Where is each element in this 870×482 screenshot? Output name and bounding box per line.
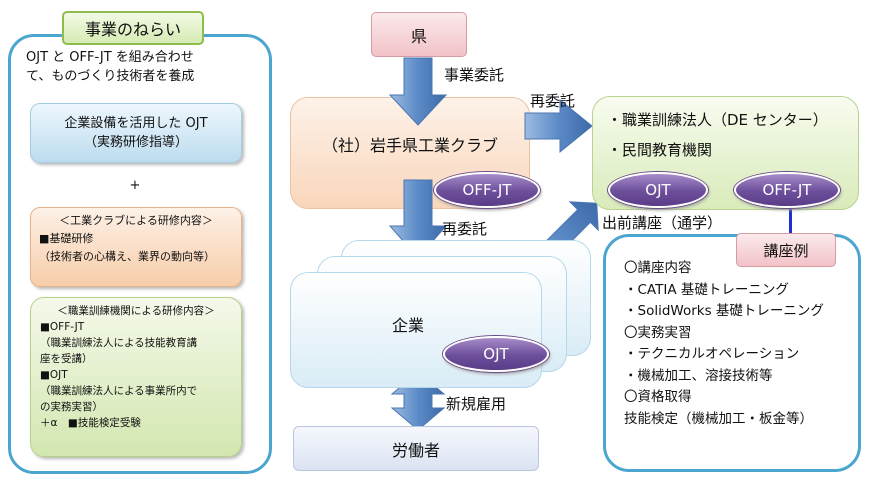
institution-training-line: ■OJT [40,369,68,381]
course-list-item: 〇資格取得 [624,389,692,405]
commission-label: 事業委託 [444,66,505,84]
institution-training-line: （職業訓練法人による技能教育講 [40,337,198,349]
arrow-recommission-right [524,98,593,154]
aim-title: 事業のねらい [62,11,204,45]
org-offjt-oval: OFF-JT [734,172,840,208]
course-list: 〇講座内容 ・CATIA 基礎トレーニング ・SolidWorks 基礎トレーニ… [624,258,860,430]
course-list-item: 〇講座内容 [624,260,692,276]
new-hire-label: 新規雇用 [446,395,507,413]
club-training-heading: ＜工業クラブによる研修内容＞ [59,214,213,227]
institution-training-line: ＋α ■技能検定受験 [40,417,141,429]
institution-training-line: （職業訓練法人による事業所内で [40,385,198,397]
training-org-line: ・民間教育機関 [607,141,713,159]
ojt-box-line: （実務研修指導） [83,135,188,150]
institution-training-heading: ＜職業訓練機関による研修内容＞ [57,305,215,317]
ojt-box: 企業設備を活用した OJT （実務研修指導） [30,103,242,163]
club-offjt-oval: OFF-JT [434,172,540,208]
ojt-box-line: 企業設備を活用した OJT [64,116,208,131]
industry-club-label: （社）岩手県工業クラブ [321,136,498,155]
institution-training-box: ＜職業訓練機関による研修内容＞ ■OFF-JT （職業訓練法人による技能教育講 … [30,297,242,457]
course-example-tag: 講座例 [736,233,836,267]
club-training-line: （技術者の心構え、業界の動向等） [39,250,215,263]
club-training-line: ■基礎研修 [39,232,94,245]
prefecture-box: 県 [371,12,467,57]
course-list-item: 技能検定（機械加工・板金等） [624,410,813,427]
course-list-item: ・CATIA 基礎トレーニング [624,281,789,298]
course-list-item: ・機械加工、溶接技術等 [624,367,773,384]
company-ojt-oval: OJT [443,336,549,372]
course-panel [603,234,861,472]
company-label: 企業 [391,316,424,335]
plus-sign: + [129,178,141,193]
aim-intro-line: OJT と OFF-JT を組み合わせ [26,50,194,65]
training-org-box: ・職業訓練法人（DE センター） ・民間教育機関 [592,96,859,210]
connector-line [789,205,792,235]
org-ojt-oval: OJT [608,172,708,208]
course-list-item: ・テクニカルオペレーション [624,346,800,362]
worker-box: 労働者 [293,426,539,471]
aim-intro: OJT と OFF-JT を組み合わせ て、ものづくり技術者を養成 [26,48,268,86]
course-list-item: 〇実務実習 [624,324,692,341]
course-list-item: ・SolidWorks 基礎トレーニング [624,303,824,319]
institution-training-line: の実務実習） [40,401,103,413]
training-org-line: ・職業訓練法人（DE センター） [607,111,828,129]
recommission-right-label: 再委託 [530,92,576,110]
recommission-down-label: 再委託 [442,220,488,238]
institution-training-line: 座を受講） [40,353,93,365]
arrow-commission [388,57,448,126]
institution-training-line: ■OFF-JT [40,321,85,333]
club-training-box: ＜工業クラブによる研修内容＞ ■基礎研修 （技術者の心構え、業界の動向等） [30,207,242,287]
outreach-label: 出前講座（通学） [602,214,723,232]
aim-intro-line: て、ものづくり技術者を養成 [26,69,195,84]
